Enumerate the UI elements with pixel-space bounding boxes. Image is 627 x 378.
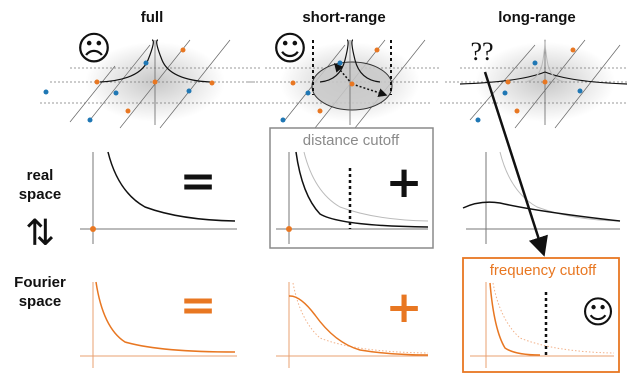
charge-dot [374,47,380,53]
real-space-plot-short-range: distance cutoff [269,127,434,249]
charge-dot [94,79,100,85]
happy-face-icon: ☺ [581,293,614,331]
row-label-real-space: space [19,186,62,203]
short-range-fourier-curve [288,295,429,356]
row-label-real: real [27,167,54,184]
frequency-cutoff-label: frequency cutoff [490,262,597,279]
distance-cutoff-box [269,127,434,249]
long-range-curve [462,201,621,222]
potential-curve [319,39,349,83]
transform-arrows-icon: ⇅ [25,213,55,254]
column-title-short-range: short-range [302,9,385,26]
equals-sign-orange: = [180,280,217,331]
central-charge-dot [152,79,158,85]
fourier-curve-faint [292,282,429,354]
column-title-long-range: long-range [498,9,576,26]
lattice-panel-full: ☹ [40,29,260,129]
potential-curve [351,39,381,83]
fourier-space-plot-full [80,281,237,368]
real-space-plot-full [80,151,237,244]
coulomb-curve-faint [303,151,429,222]
potential-curve [156,39,211,83]
potential-curve-faint [524,39,546,83]
charge-dot [577,88,583,94]
charge-dot [209,80,215,86]
charge-dot [570,47,576,53]
charge-dot [337,60,343,66]
coulomb-curve [107,151,236,222]
potential-curve [99,39,154,83]
charge-dot [280,117,286,123]
charge-dot [87,117,93,123]
charge-dot [143,60,149,66]
short-range-curve [295,151,429,228]
row-label-fourier-space: space [19,293,62,310]
plus-sign: + [386,157,423,208]
connecting-arrow [483,71,548,257]
lattice-panel-short-range: ☺ [240,29,440,129]
lattice-panel-long-range: ?? [440,37,627,129]
frequency-cutoff-box [462,257,620,373]
plus-sign-orange: + [386,282,423,333]
charge-dot [514,108,520,114]
interaction-arrow [334,62,353,85]
question-marks: ?? [470,37,493,66]
potential-curve [459,71,627,85]
coulomb-curve-faint [499,151,621,222]
origin-charge [90,226,96,232]
charge-dot [43,89,49,95]
interaction-arrow [351,83,388,97]
central-charge-dot [542,79,548,85]
lattice-diagonal [69,65,116,123]
lattice-diagonal [89,44,151,121]
distance-cutoff-label: distance cutoff [303,132,400,149]
charge-dot [317,108,323,114]
charge-dot [180,47,186,53]
long-range-fourier-curve [489,282,541,356]
sad-face-icon: ☹ [76,29,111,69]
equals-sign: = [180,156,217,207]
charge-dot [502,90,508,96]
happy-face-icon: ☺ [272,29,307,69]
central-charge-dot [349,81,355,87]
charge-dot [125,108,131,114]
fourier-space-plot-long-range: frequency cutoff ☺ [462,257,620,373]
lattice-diagonal [159,39,231,129]
fourier-space-plot-short-range [276,282,429,368]
charge-dot [290,80,296,86]
lattice-diagonal [469,44,536,121]
lattice-diagonal [554,44,621,129]
charge-dot [305,90,311,96]
real-space-plot-long-range [462,151,621,244]
charge-dot [186,88,192,94]
column-title-full: full [141,9,164,26]
row-label-fourier: Fourier [14,274,66,291]
potential-curve-faint [544,39,566,83]
charge-dot [532,60,538,66]
origin-charge [286,226,292,232]
charge-dot [113,90,119,96]
lattice-diagonal [514,39,586,129]
charge-dot [505,79,511,85]
fourier-curve [95,281,236,353]
charge-dot [475,117,481,123]
